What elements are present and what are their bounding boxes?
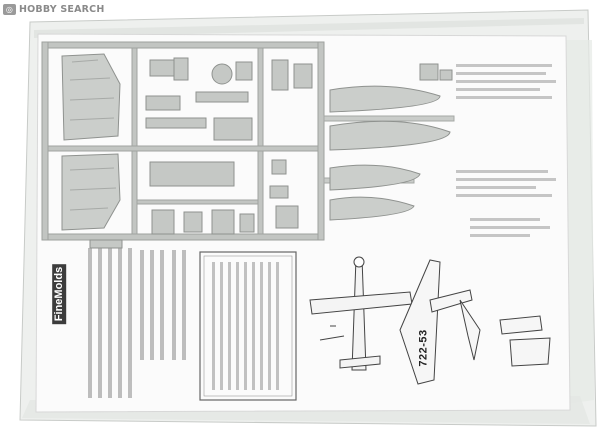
aircraft-code: 722-53 [418,326,430,370]
brand-logo-text: FineMolds [52,263,67,325]
watermark-text: HOBBY SEARCH [19,3,105,15]
wing-parts [61,53,121,231]
aircraft-code-text: 722-53 [418,329,431,367]
aircraft-diagrams [309,256,551,385]
hobby-search-logo-icon: ◎ [3,3,16,15]
watermark: ◎ HOBBY SEARCH [3,2,105,16]
small-parts [89,57,453,249]
brand-logo: FineMolds [48,263,70,325]
fuselage-parts [329,85,451,221]
